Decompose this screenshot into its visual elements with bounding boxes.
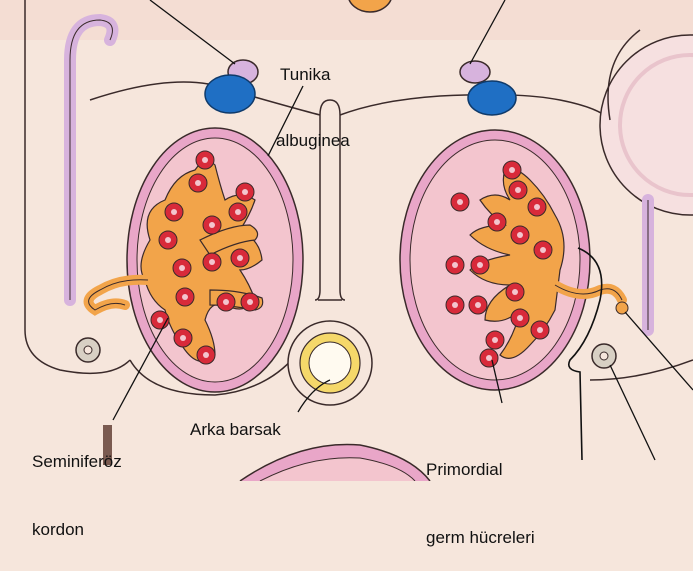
germ-cell-nucleus — [209, 222, 215, 228]
label-primordial: Primordial germ hücreleri — [426, 415, 535, 571]
germ-cell-nucleus — [486, 355, 492, 361]
hindgut-lumen — [309, 342, 351, 384]
germ-cell-nucleus — [534, 204, 540, 210]
germ-cell-nucleus — [180, 335, 186, 341]
right-vessel-blue — [468, 81, 516, 115]
germ-cell-nucleus — [517, 232, 523, 238]
embryonic-gonad-diagram: Tunika albuginea Seminiferöz kordon Arka… — [0, 0, 693, 481]
label-tunika: Tunika albuginea — [276, 20, 350, 174]
right-rete-end — [616, 302, 628, 314]
label-primordial-line1: Primordial — [426, 459, 535, 481]
germ-cell-nucleus — [457, 199, 463, 205]
label-tunika-line1: Tunika — [276, 64, 350, 86]
germ-cell-nucleus — [195, 180, 201, 186]
left-small-vessel-lumen — [84, 346, 92, 354]
germ-cell-nucleus — [203, 352, 209, 358]
germ-cell-nucleus — [494, 219, 500, 225]
label-seminiferoz-line2: kordon — [32, 519, 122, 541]
germ-cell-nucleus — [237, 255, 243, 261]
germ-cell-nucleus — [452, 302, 458, 308]
label-primordial-line2: germ hücreleri — [426, 527, 535, 549]
germ-cell-nucleus — [540, 247, 546, 253]
germ-cell-nucleus — [242, 189, 248, 195]
germ-cell-nucleus — [157, 317, 163, 323]
germ-cell-nucleus — [182, 294, 188, 300]
label-seminiferoz: Seminiferöz kordon — [32, 407, 122, 563]
germ-cell-nucleus — [537, 327, 543, 333]
germ-cell-nucleus — [517, 315, 523, 321]
label-arka-barsak: Arka barsak — [190, 419, 281, 441]
left-vessel-blue — [205, 75, 255, 113]
right-small-vessel-lumen — [600, 352, 608, 360]
germ-cell-nucleus — [452, 262, 458, 268]
germ-cell-nucleus — [165, 237, 171, 243]
label-seminiferoz-line1: Seminiferöz — [32, 451, 122, 473]
label-tunika-line2: albuginea — [276, 130, 350, 152]
germ-cell-nucleus — [202, 157, 208, 163]
germ-cell-nucleus — [492, 337, 498, 343]
germ-cell-nucleus — [477, 262, 483, 268]
germ-cell-nucleus — [515, 187, 521, 193]
germ-cell-nucleus — [475, 302, 481, 308]
germ-cell-nucleus — [179, 265, 185, 271]
germ-cell-nucleus — [171, 209, 177, 215]
germ-cell-nucleus — [223, 299, 229, 305]
germ-cell-nucleus — [512, 289, 518, 295]
right-vessel-lavender — [460, 61, 490, 83]
germ-cell-nucleus — [209, 259, 215, 265]
germ-cell-nucleus — [509, 167, 515, 173]
germ-cell-nucleus — [235, 209, 241, 215]
germ-cell-nucleus — [247, 299, 253, 305]
